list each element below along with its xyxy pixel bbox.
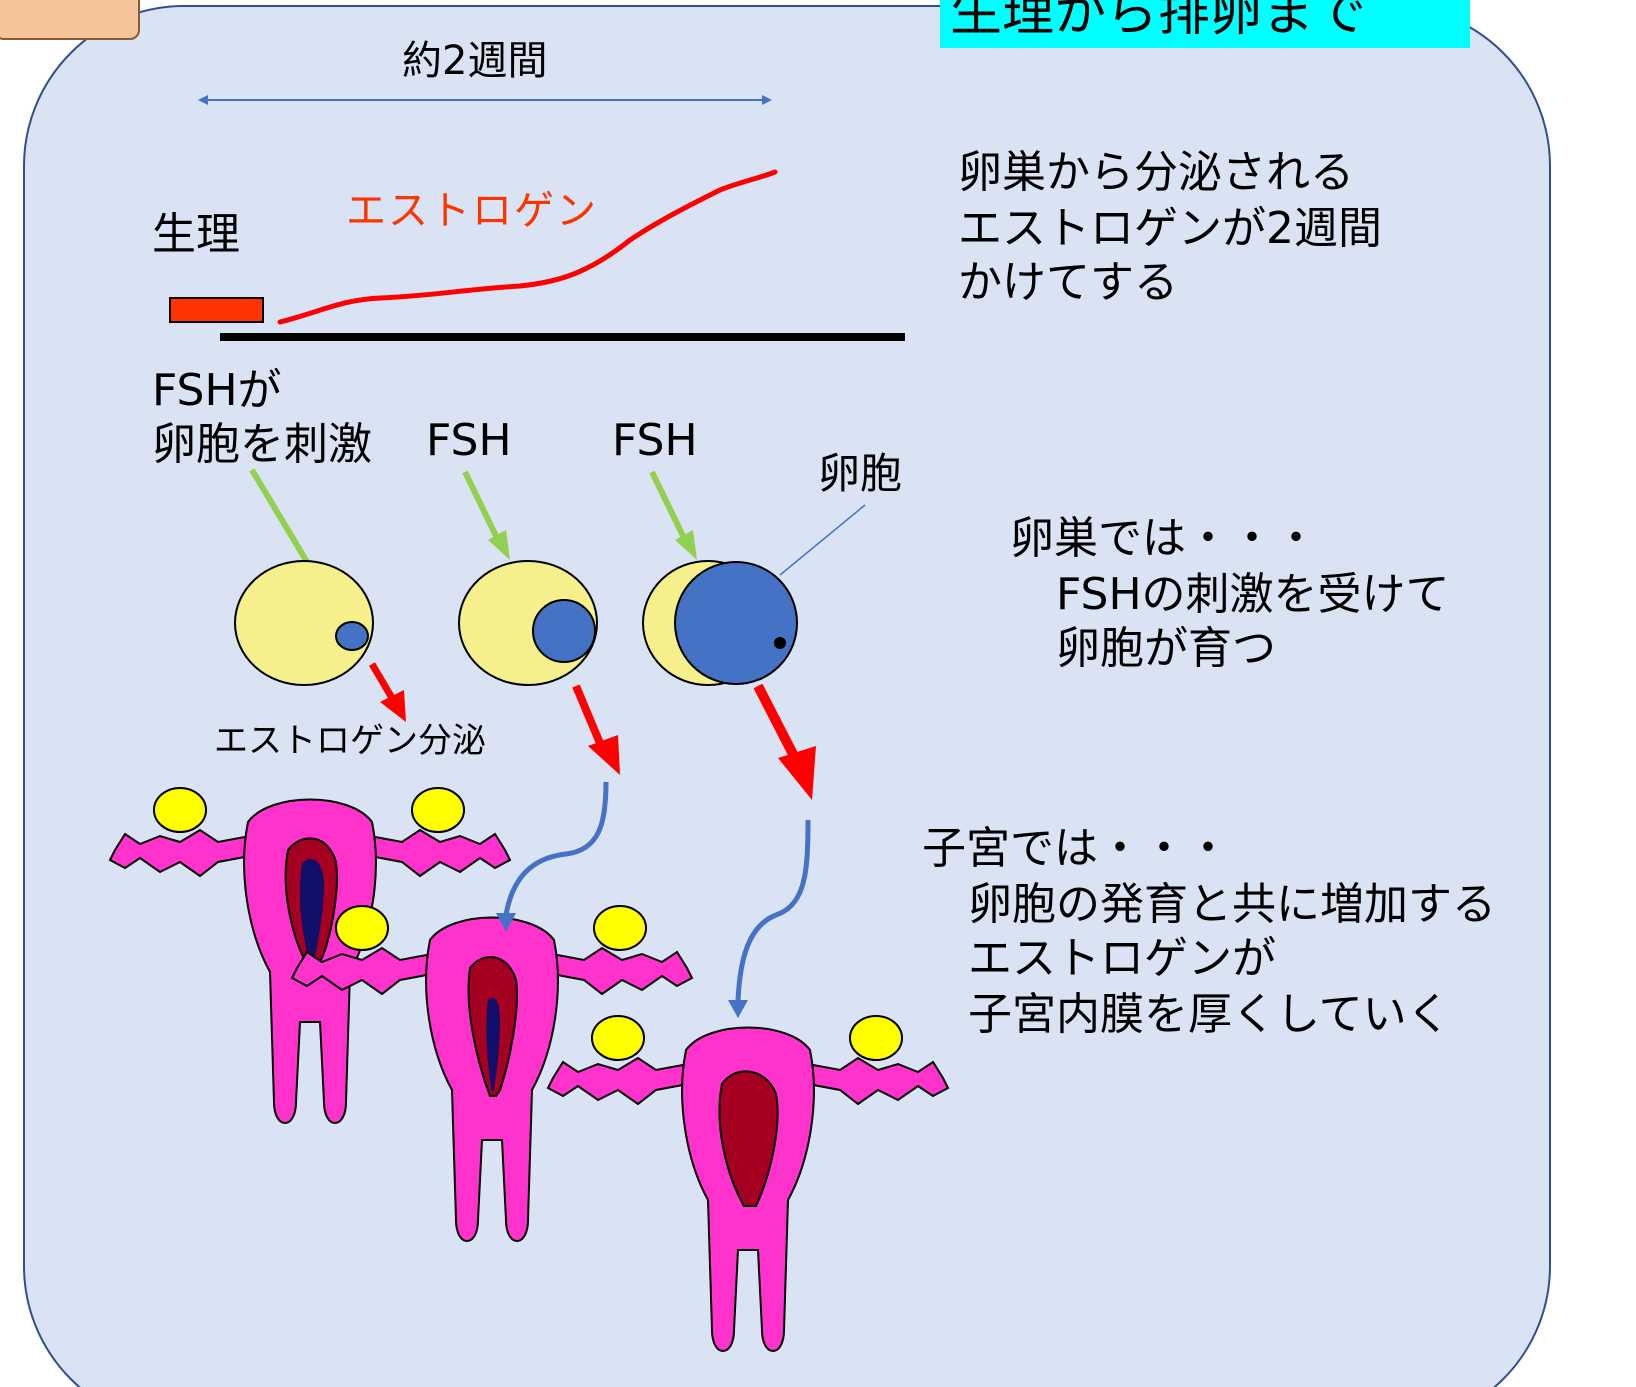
page-title: 生理から排卵まで <box>940 0 1470 48</box>
note-ovary-line3: 卵胞が育つ <box>1056 623 1276 674</box>
note-uterus-line3: エストロゲンが <box>968 933 1276 984</box>
fsh-stimulates-line2: 卵胞を刺激 <box>152 419 372 470</box>
follicle-medium <box>458 560 598 686</box>
fsh-arrow-3 <box>649 470 697 560</box>
red-arrow-2 <box>572 684 620 775</box>
note-estrogen-line2: エストロゲンが2週間 <box>958 203 1382 254</box>
fsh-label-3: FSH <box>612 415 698 466</box>
follicle-pointer <box>779 504 866 576</box>
menstruation-bar <box>169 297 264 323</box>
follicle-small <box>234 560 374 686</box>
estrogen-curve-label: エストロゲン <box>346 188 598 234</box>
blue-arrowhead-1 <box>496 913 516 932</box>
blue-arrowhead-2 <box>728 1000 748 1018</box>
note-estrogen-line1: 卵巣から分泌される <box>958 147 1354 198</box>
estrogen-secretion-label: エストロゲン分泌 <box>214 721 486 761</box>
fsh-arrow-2 <box>462 470 510 560</box>
corner-tab <box>0 0 140 40</box>
note-uterus-line1: 子宮では・・・ <box>922 823 1230 874</box>
note-ovary-line2: FSHの刺激を受けて <box>1056 569 1450 620</box>
uterus-3 <box>547 1015 949 1352</box>
uterus-2 <box>291 905 693 1242</box>
note-ovary-line1: 卵巣では・・・ <box>1010 513 1318 564</box>
duration-label: 約2週間 <box>402 38 548 84</box>
note-uterus-line4: 子宮内膜を厚くしていく <box>968 989 1451 1040</box>
main-panel <box>23 5 1551 1387</box>
follicle-large <box>642 560 798 686</box>
estrogen-curve <box>277 169 778 325</box>
blue-curved-arrow-2 <box>735 819 811 1001</box>
follicle-label: 卵胞 <box>818 449 903 498</box>
menstruation-label: 生理 <box>152 209 240 260</box>
red-arrow-3 <box>753 683 816 800</box>
note-estrogen-line3: かけてする <box>958 257 1178 308</box>
fsh-stimulates-line1: FSHが <box>152 365 282 416</box>
red-arrow-1 <box>368 662 406 722</box>
uterus-1 <box>109 787 511 1124</box>
note-uterus-line2: 卵胞の発育と共に増加する <box>968 879 1496 930</box>
blue-curved-arrow-1 <box>503 781 609 916</box>
fsh-label-2: FSH <box>426 415 512 466</box>
